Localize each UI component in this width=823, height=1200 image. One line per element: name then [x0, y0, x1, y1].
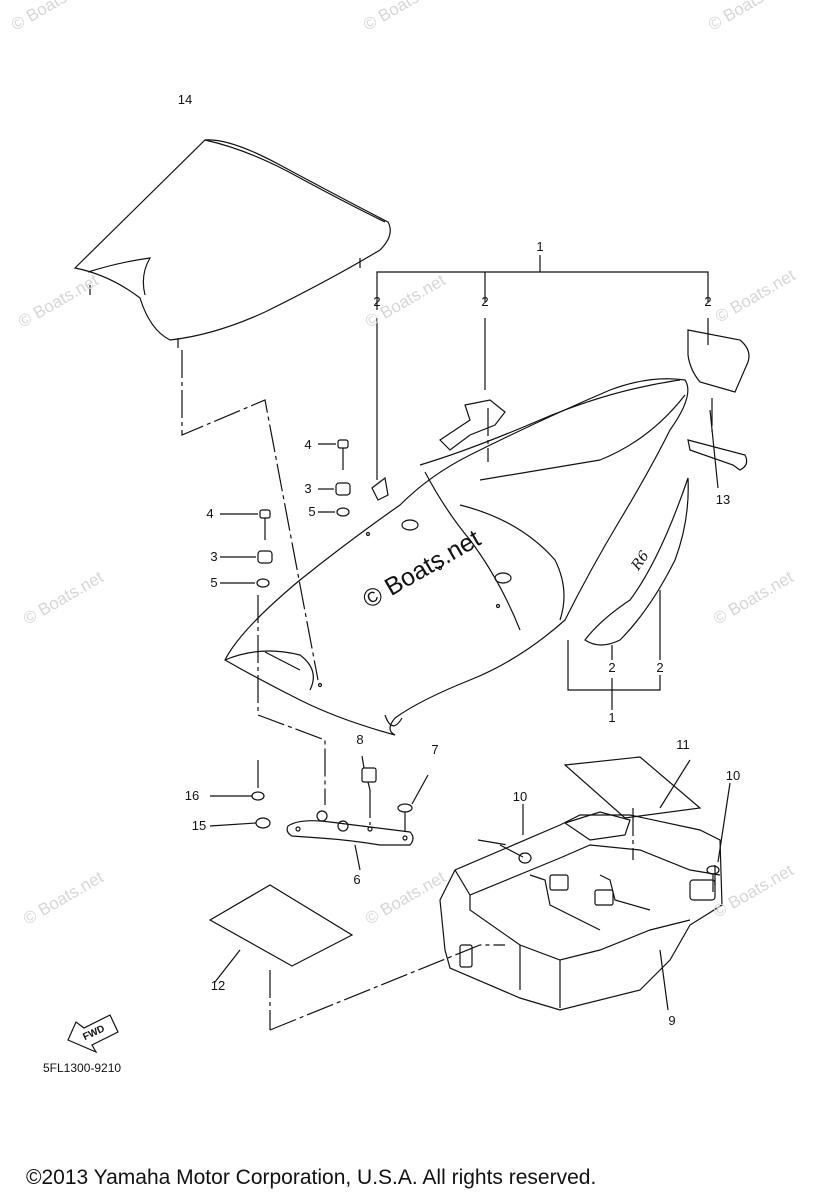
callout-3-a: 3 [304, 481, 312, 496]
tail-cover-and-strap [687, 329, 750, 471]
seat-bracket [209, 755, 429, 871]
callout-4-a: 4 [304, 437, 312, 452]
rear-cowl [224, 378, 689, 736]
connection-lines [181, 350, 716, 1031]
callout-6: 6 [353, 872, 361, 887]
fwd-badge: FWD [81, 1023, 106, 1043]
callout-5-a: 5 [308, 504, 316, 519]
callout-14: 14 [177, 92, 193, 107]
callout-3-b: 3 [210, 549, 218, 564]
callout-13: 13 [715, 492, 731, 507]
callout-2-d: 2 [608, 660, 616, 675]
callout-10-b: 10 [725, 768, 741, 783]
catalog-number: 5FL1300-9210 [43, 1061, 122, 1075]
graphic-decals: R6 [371, 399, 689, 646]
leader-lines-part-1 [376, 255, 719, 710]
callout-2-a: 2 [373, 294, 381, 309]
callout-16: 16 [184, 788, 200, 803]
callout-15: 15 [191, 818, 207, 833]
callout-11: 11 [676, 737, 690, 752]
fasteners-left [220, 439, 351, 588]
callout-5-b: 5 [210, 575, 218, 590]
forward-arrow-icon [67, 1014, 119, 1054]
callout-1-top: 1 [536, 239, 544, 254]
callout-12: 12 [210, 978, 226, 993]
callout-8: 8 [356, 732, 364, 747]
callout-2-e: 2 [656, 660, 664, 675]
screws-10 [499, 782, 731, 892]
seal-pad-11 [563, 756, 702, 819]
callout-4-b: 4 [206, 506, 214, 521]
callout-7: 7 [431, 742, 439, 757]
copyright-notice: ©2013 Yamaha Motor Corporation, U.S.A. A… [26, 1166, 597, 1189]
callout-1-bottom: 1 [608, 710, 616, 725]
callout-2-b: 2 [481, 294, 489, 309]
seal-pad-12 [208, 884, 354, 983]
callout-9: 9 [668, 1013, 676, 1028]
rider-seat [73, 139, 391, 348]
fwd-label: FWD [81, 1023, 106, 1043]
callout-2-c: 2 [704, 294, 712, 309]
callout-10-a: 10 [512, 789, 528, 804]
battery-tray [439, 811, 723, 1011]
